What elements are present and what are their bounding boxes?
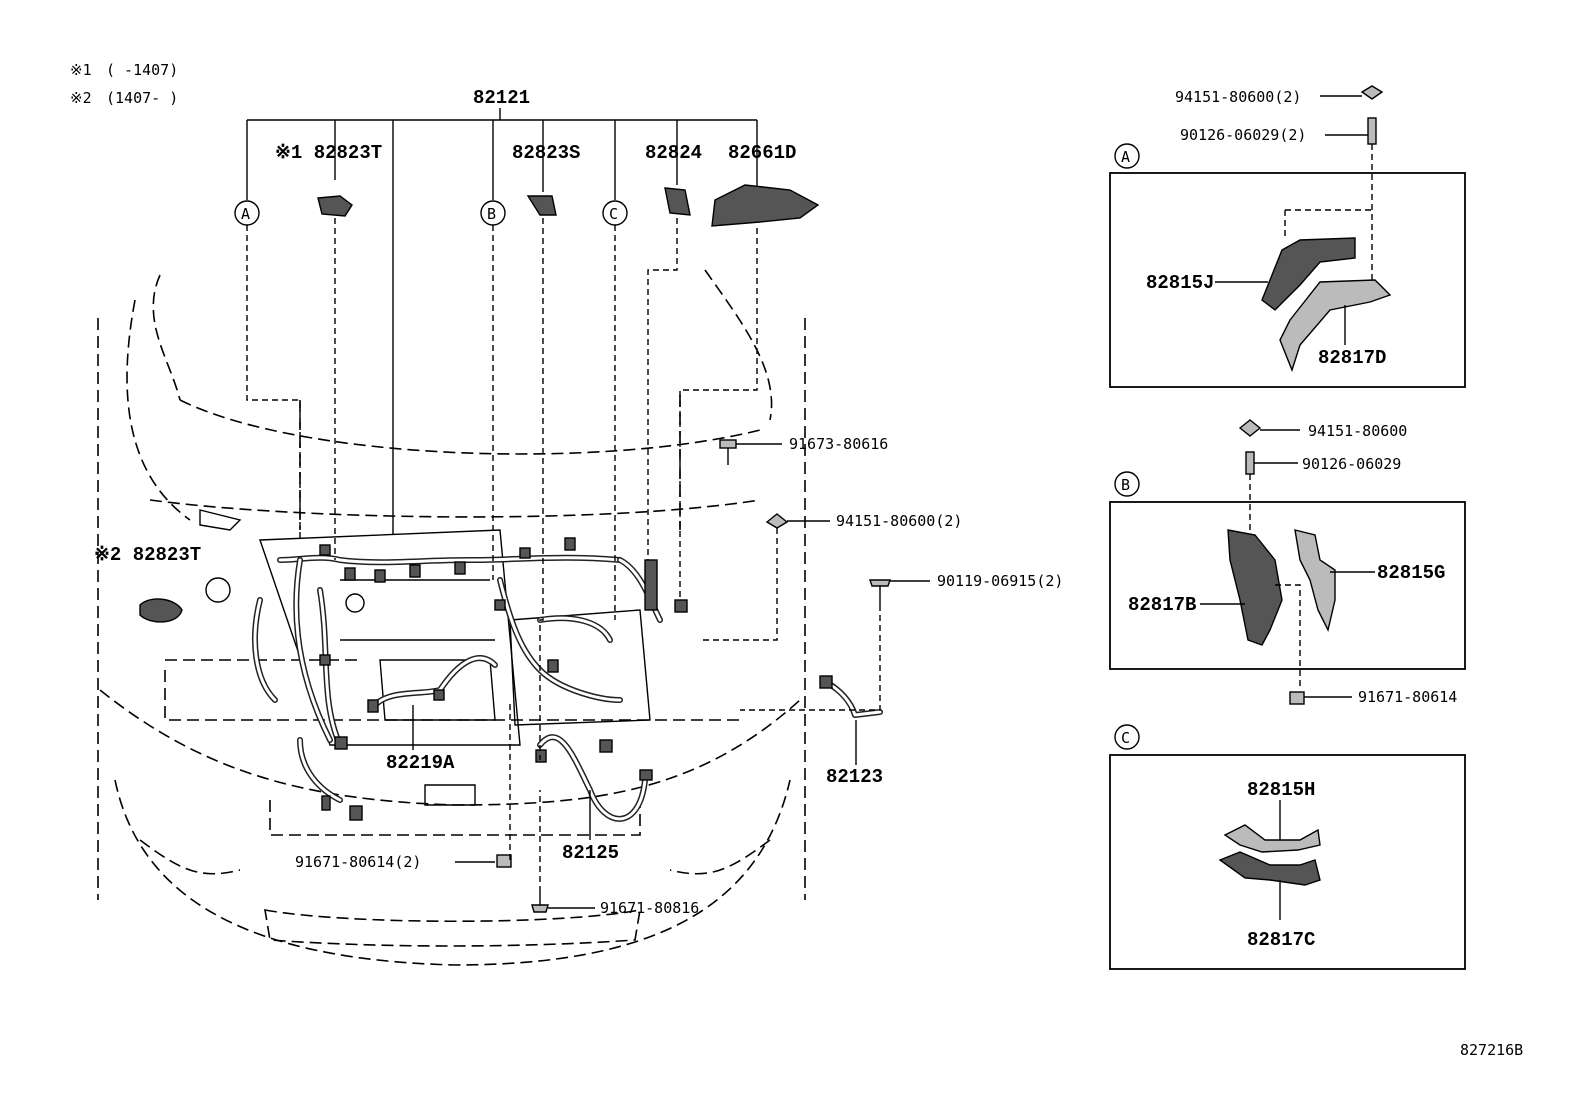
label-94151-80600-2: 94151-80600(2) [836,512,962,530]
label-b-94151: 94151-80600 [1308,422,1407,440]
detail-b: 94151-80600 90126-06029 B 82817B 82815G … [1109,419,1466,706]
clamp-82823t-left: ※2 82823T [94,544,201,623]
detail-b-label: B [1121,476,1130,494]
label-b-91671: 91671-80614 [1358,688,1457,706]
note-2-mark: ※2 [70,89,92,107]
label-82823t-top: ※1 82823T [275,142,382,164]
sub-harness-82219a [367,655,498,713]
nut-94151-80600-2: 94151-80600(2) [700,512,962,641]
leader-82121: 82121 [246,87,758,535]
detail-c-label: C [1121,729,1130,747]
leader-82123: 82123 [826,766,883,788]
label-82815j: 82815J [1146,272,1214,294]
callout-c-label: C [609,205,618,223]
diagram-id: 827216B [1460,1041,1523,1059]
callout-b-main: B [480,200,506,580]
clamp-82823t-top: ※1 82823T [275,142,382,560]
callout-b-label: B [487,205,496,223]
note-2-range: (1407- ) [106,89,178,107]
vehicle-body-outline [97,269,806,966]
label-91671-80816: 91671-80816 [600,899,699,917]
bolt-91671-80816: 91671-80816 [531,790,699,917]
wire-harness-82121 [252,554,663,803]
label-82125: 82125 [562,842,619,864]
label-91673-80616: 91673-80616 [789,435,888,453]
note-1-range: ( -1407) [106,61,178,79]
label-82817b: 82817B [1128,594,1196,616]
label-a-94151: 94151-80600(2) [1175,88,1301,106]
clamp-82824: 82824 [645,142,702,600]
bolt-91673-80616: 91673-80616 [719,435,888,465]
label-82824: 82824 [645,142,702,164]
leader-82219a: 82219A [386,705,455,774]
label-82817d: 82817D [1318,347,1386,369]
label-82219a: 82219A [386,752,455,774]
callout-c-main: C [602,200,628,620]
label-82123: 82123 [826,766,883,788]
note-2: ※2 (1407- ) [70,89,178,107]
sub-harness-82123 [819,675,883,765]
label-82815h: 82815H [1247,779,1315,801]
note-1-mark: ※1 [70,61,92,79]
label-82823t-left: ※2 82823T [94,544,201,566]
detail-c: C 82815H 82817C [1109,724,1466,970]
bolt-91671-80614-2: 91671-80614(2) [295,700,512,871]
label-a-90126: 90126-06029(2) [1180,126,1306,144]
label-90119-06915: 90119-06915(2) [937,572,1063,590]
note-1: ※1 ( -1407) [70,61,178,79]
bracket-82661d: 82661D [679,142,820,600]
label-82661d: 82661D [728,142,796,164]
detail-a-label: A [1121,148,1130,166]
harness-connectors [319,537,688,821]
detail-a: 94151-80600(2) 90126-06029(2) A 82815J 8… [1109,85,1466,388]
label-82815g: 82815G [1377,562,1445,584]
bolt-90119-06915: 90119-06915(2) [740,572,1063,711]
callout-a-main: A [234,200,301,540]
sub-harness-82125 [535,734,653,822]
label-82121: 82121 [473,87,530,109]
leader-82125: 82125 [562,790,619,864]
label-82823s: 82823S [512,142,580,164]
clamp-82823s: 82823S [512,142,580,760]
callout-a-label: A [241,205,250,223]
label-91671-80614-2: 91671-80614(2) [295,853,421,871]
label-82817c: 82817C [1247,929,1315,951]
label-b-90126: 90126-06029 [1302,455,1401,473]
